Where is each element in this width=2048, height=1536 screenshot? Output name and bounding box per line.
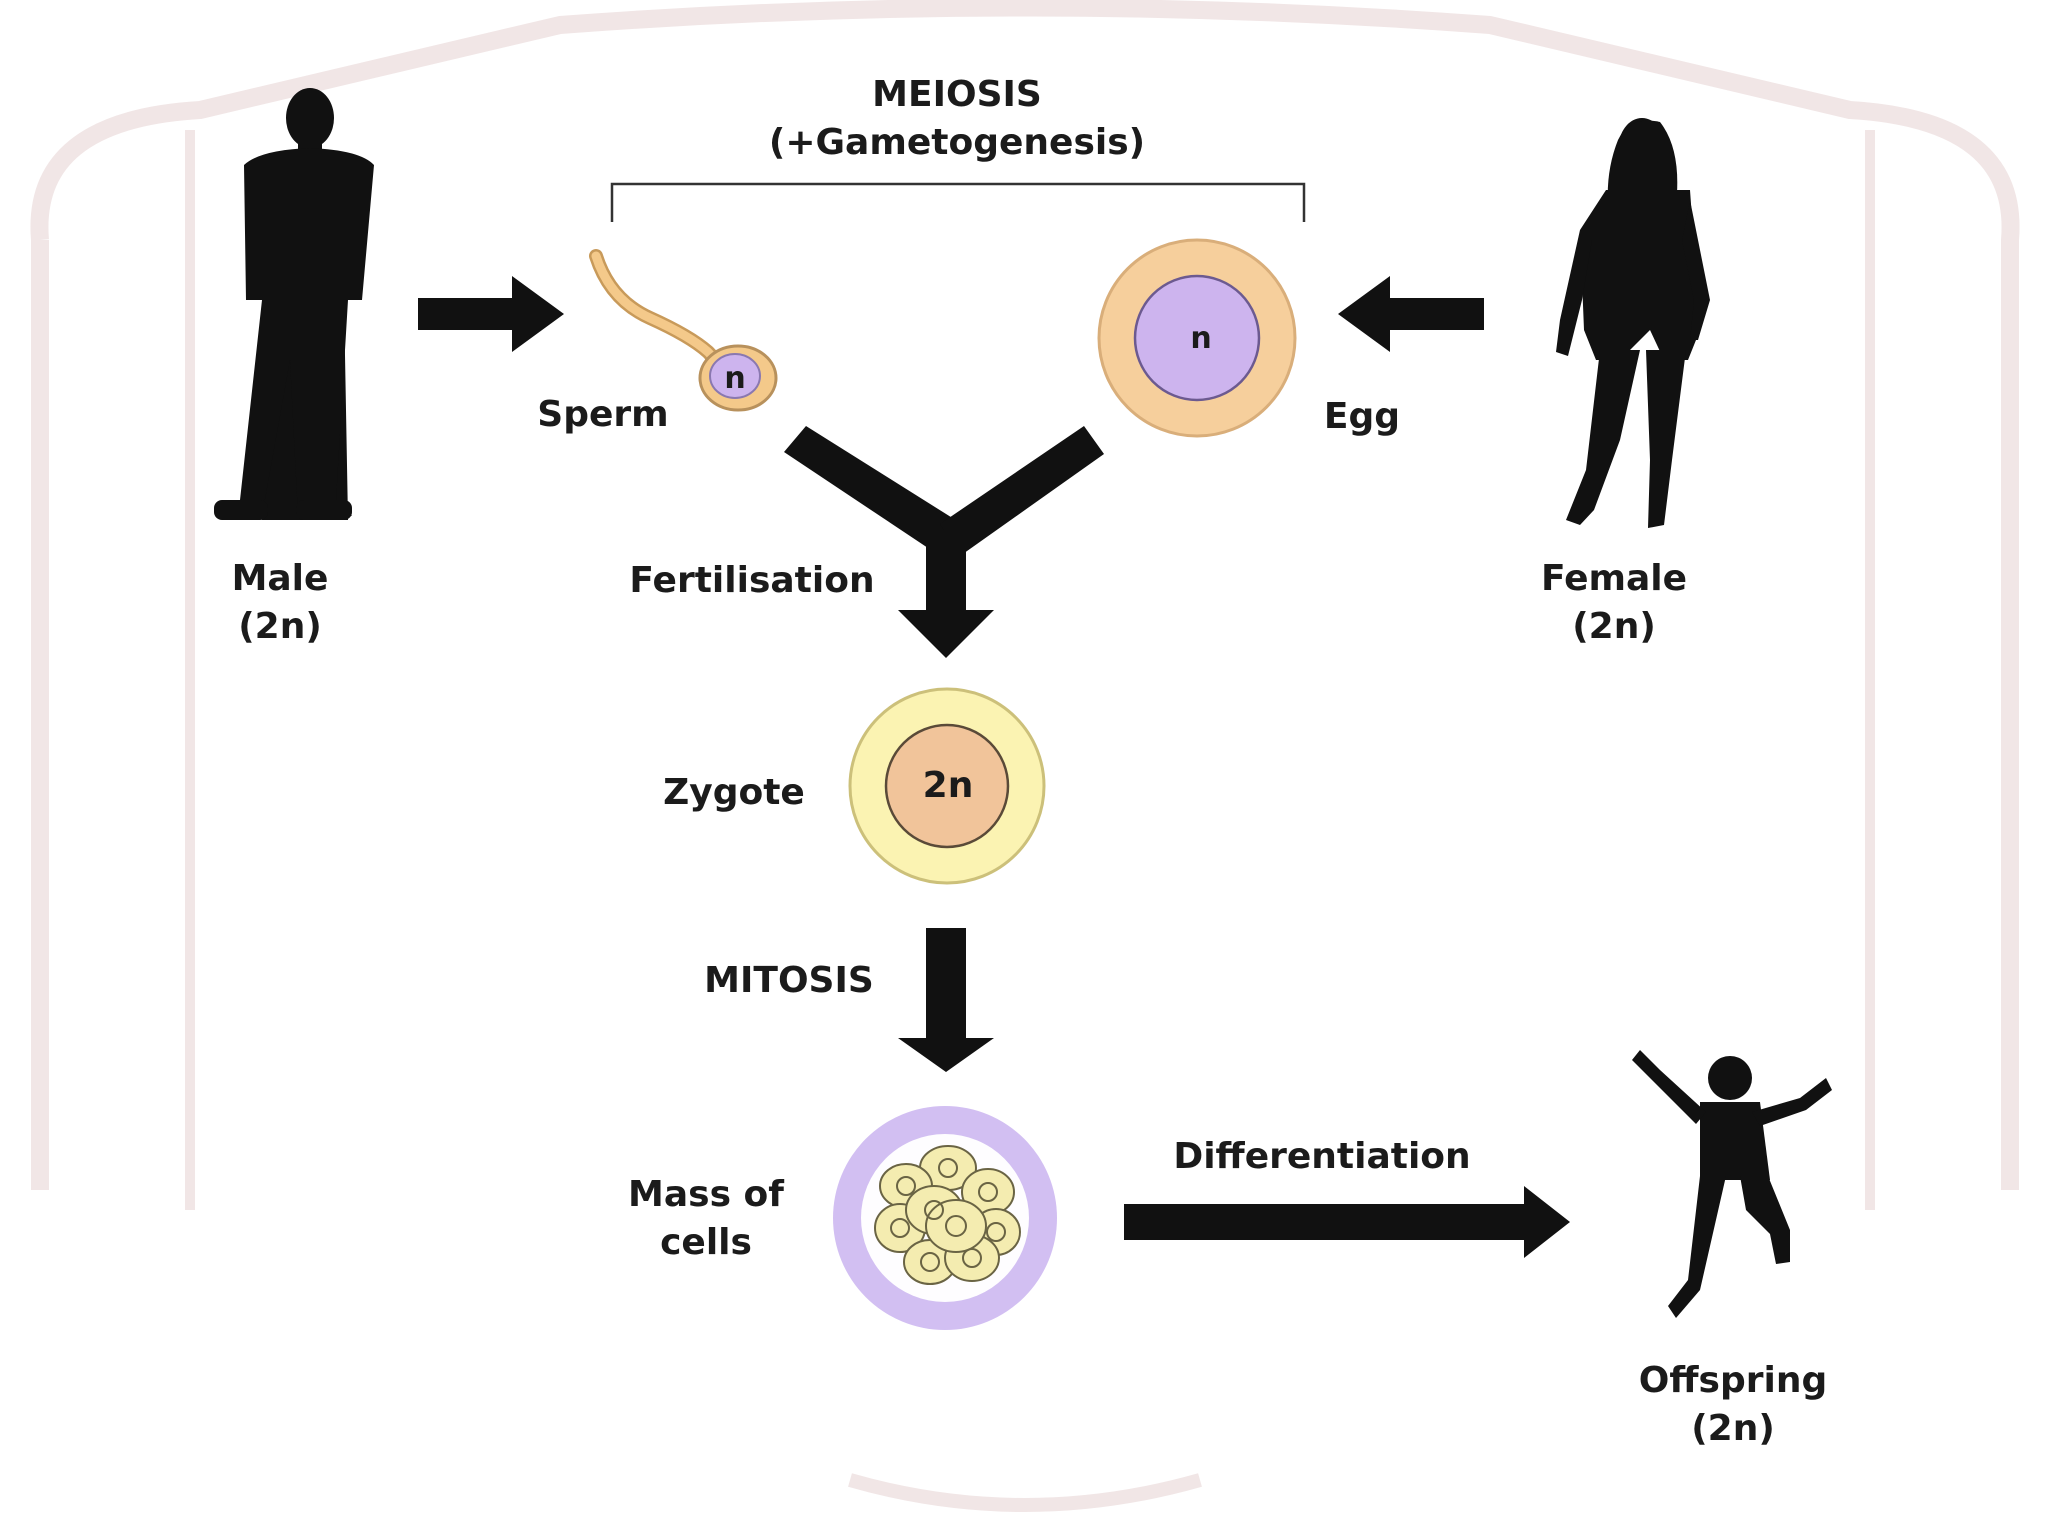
male-silhouette-icon — [214, 88, 374, 520]
sperm-cell: n — [589, 249, 778, 412]
mass-of-cells-label-line2: cells — [660, 1222, 752, 1263]
male-ploidy: (2n) — [238, 606, 322, 647]
egg-label: Egg — [1324, 396, 1400, 437]
meiosis-title: MEIOSIS — [872, 74, 1042, 115]
female-ploidy: (2n) — [1572, 606, 1656, 647]
egg-nucleus-label: n — [1190, 321, 1211, 356]
meiosis-bracket — [610, 182, 1306, 222]
mass-of-cells-label-line1: Mass of — [628, 1174, 784, 1215]
gametogenesis-subtitle: (+Gametogenesis) — [769, 122, 1145, 163]
zygote-cell: 2n — [848, 687, 1046, 885]
offspring-label: Offspring — [1639, 1360, 1827, 1401]
male-to-sperm-arrow — [418, 276, 564, 352]
female-silhouette-icon — [1556, 118, 1710, 528]
male-label: Male — [232, 558, 329, 599]
sperm-nucleus — [709, 353, 761, 399]
cluster-cells — [874, 1145, 1021, 1285]
fertilisation-label: Fertilisation — [629, 560, 874, 601]
egg-nucleus — [1133, 274, 1261, 402]
cluster-nuclei — [890, 1158, 1006, 1272]
female-label: Female — [1541, 558, 1687, 599]
sperm-label: Sperm — [537, 394, 668, 435]
child-silhouette-icon — [1632, 1050, 1832, 1318]
differentiation-arrow — [1124, 1186, 1570, 1258]
watermark-shield — [30, 0, 2020, 1512]
egg-cell: n — [1097, 238, 1297, 438]
mass-of-cells — [833, 1106, 1057, 1330]
fertilisation-arrow — [784, 426, 1104, 658]
mitosis-arrow — [898, 928, 994, 1072]
sperm-nucleus-label: n — [724, 361, 745, 396]
female-to-egg-arrow — [1338, 276, 1484, 352]
offspring-ploidy: (2n) — [1691, 1408, 1775, 1449]
zygote-nucleus-label: 2n — [923, 765, 974, 806]
zygote-nucleus — [884, 723, 1010, 849]
zygote-label: Zygote — [663, 772, 805, 813]
differentiation-label: Differentiation — [1173, 1136, 1470, 1177]
mitosis-label: MITOSIS — [704, 960, 874, 1001]
